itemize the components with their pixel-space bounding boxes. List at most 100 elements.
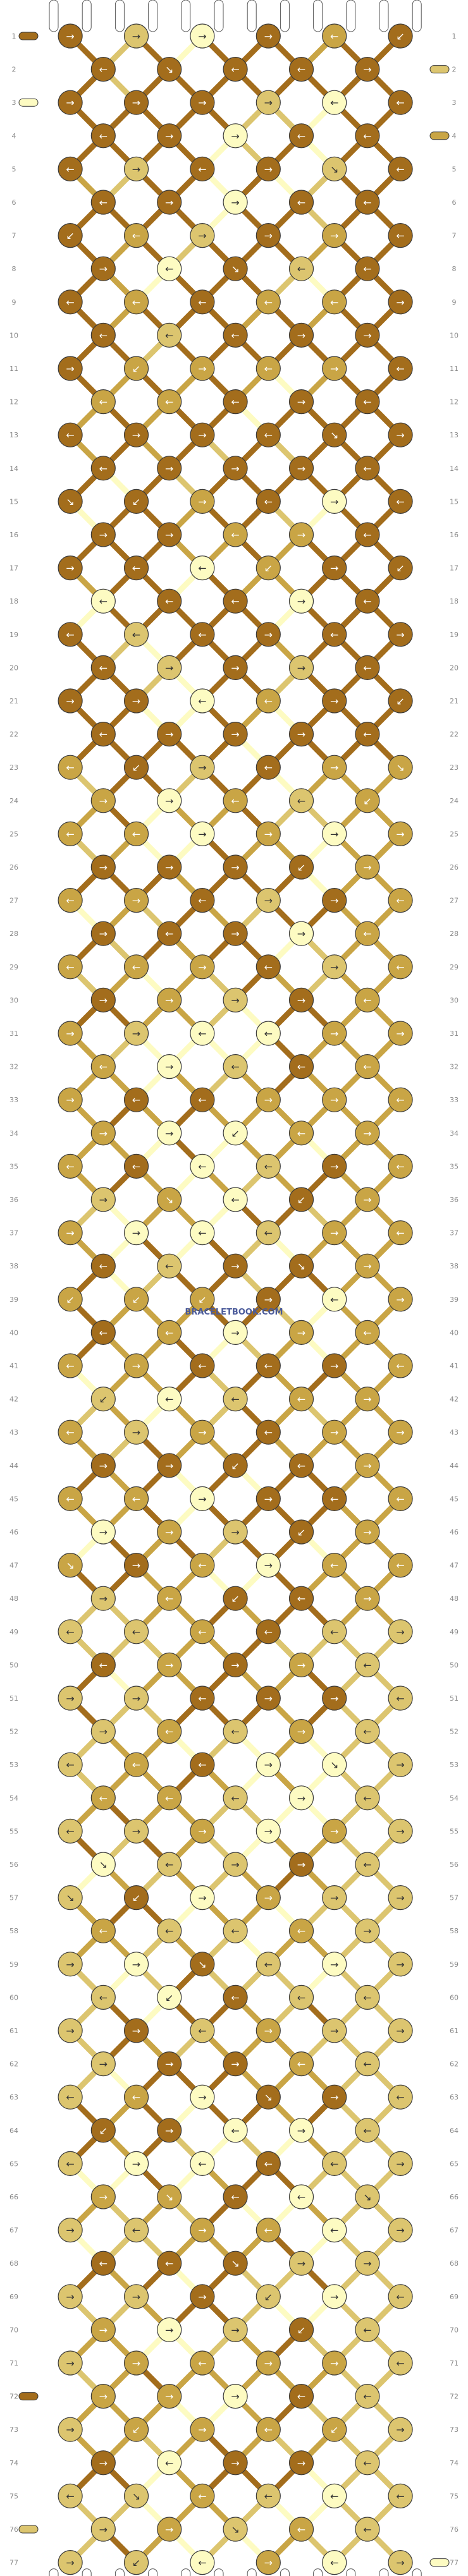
knot-arrow: ← [132, 230, 140, 242]
row-label-left: 64 [9, 2127, 18, 2135]
knot-arrow: → [297, 1792, 305, 1804]
knot-circle [355, 588, 380, 614]
knot-arrow: → [264, 1294, 273, 1306]
knot: → [256, 23, 281, 49]
knot: ← [190, 688, 215, 714]
knot: → [223, 1320, 248, 1345]
knot: → [90, 256, 116, 281]
knot: → [288, 2450, 314, 2476]
thread-stub-bottom [247, 2568, 257, 2576]
knot-arrow: ← [330, 97, 338, 109]
knot-arrow: → [66, 1028, 74, 1040]
knot-circle [388, 2550, 413, 2575]
knot-arrow: ← [231, 329, 239, 341]
knot: → [388, 1619, 413, 1644]
knot-arrow: ← [363, 463, 371, 475]
knot: ← [322, 2483, 347, 2508]
knot-circle [90, 1984, 116, 2010]
knot: ← [90, 1320, 116, 1345]
knot-circle [223, 921, 248, 946]
knot-arrow: ← [198, 1692, 206, 1704]
knot-circle [288, 854, 314, 880]
knot-arrow: ← [330, 296, 338, 308]
knot-circle [388, 2218, 413, 2243]
knot-circle [58, 489, 83, 514]
knot-circle [223, 2051, 248, 2077]
knot-arrow: → [99, 2391, 108, 2403]
row-label-left: 65 [9, 2160, 18, 2168]
knot-arrow: ↘ [66, 1892, 74, 1904]
knot-arrow: ← [264, 2424, 273, 2436]
knot: → [90, 2184, 116, 2209]
knot: → [322, 1885, 347, 1911]
knot-arrow: → [132, 1560, 140, 1572]
knot-arrow: → [132, 2158, 140, 2170]
knot-circle [256, 688, 281, 714]
knot: ← [388, 156, 413, 181]
knot: → [58, 2218, 83, 2243]
knot: → [388, 1287, 413, 1312]
knot-circle [322, 1952, 347, 1977]
knot-arrow: → [198, 1892, 206, 1904]
knot-circle [90, 1586, 116, 1611]
knot: ← [58, 156, 83, 181]
knot-circle [288, 1918, 314, 1943]
knot-circle [223, 2384, 248, 2409]
knot: → [157, 123, 182, 149]
knot-arrow: → [165, 2058, 173, 2070]
row-label-left: 29 [9, 963, 18, 971]
knot-circle [355, 1918, 380, 1943]
knot-circle [190, 1619, 215, 1644]
knot-arrow: → [165, 795, 173, 807]
knot-arrow: → [66, 1094, 74, 1106]
row-label-right: 41 [450, 1362, 459, 1370]
thread-tab [18, 98, 39, 107]
knot: ← [223, 1984, 248, 2010]
knot-arrow: → [198, 2091, 206, 2103]
row-label-right: 70 [450, 2326, 459, 2334]
knot: ← [355, 389, 380, 415]
knot: ← [190, 887, 215, 913]
knot-circle [190, 2350, 215, 2376]
knot-arrow: ↙ [99, 1394, 108, 1406]
knot-circle [190, 1952, 215, 1977]
knot: ← [190, 2018, 215, 2043]
knot-circle [355, 1586, 380, 1611]
row-label-right: 18 [450, 597, 459, 605]
knot-arrow: → [396, 1028, 404, 1040]
thread-stub-top [181, 0, 191, 32]
knot-circle [388, 2018, 413, 2043]
knot-circle [288, 1253, 314, 1279]
knot: ← [223, 1785, 248, 1811]
knot-arrow: → [231, 130, 239, 142]
row-label-left: 31 [9, 1030, 18, 1038]
knot: ← [388, 2284, 413, 2309]
knot: → [256, 622, 281, 647]
row-label-right: 32 [450, 1063, 459, 1071]
knot: ← [157, 2251, 182, 2276]
knot-circle [223, 2450, 248, 2476]
knot: ← [355, 456, 380, 481]
knot-circle [190, 90, 215, 115]
knot: → [223, 190, 248, 215]
knot-circle [157, 721, 182, 747]
knot-arrow: → [330, 1160, 338, 1172]
knot: → [288, 389, 314, 415]
knot-arrow: → [165, 729, 173, 741]
knot-arrow: ← [231, 396, 239, 408]
row-label-left: 53 [9, 1761, 18, 1769]
knot-arrow: → [132, 429, 140, 441]
row-label-right: 13 [450, 431, 459, 439]
knot: → [223, 2051, 248, 2077]
knot: ← [355, 721, 380, 747]
knot: → [123, 1419, 149, 1445]
knot-arrow: ← [363, 595, 371, 607]
knot-circle [388, 622, 413, 647]
knot: → [322, 1220, 347, 1246]
knot-arrow: → [165, 529, 173, 541]
knot: ← [190, 2151, 215, 2176]
knot-circle [123, 356, 149, 381]
knot-arrow: → [99, 1726, 108, 1738]
knot-circle [223, 256, 248, 281]
knot-circle [157, 2450, 182, 2476]
